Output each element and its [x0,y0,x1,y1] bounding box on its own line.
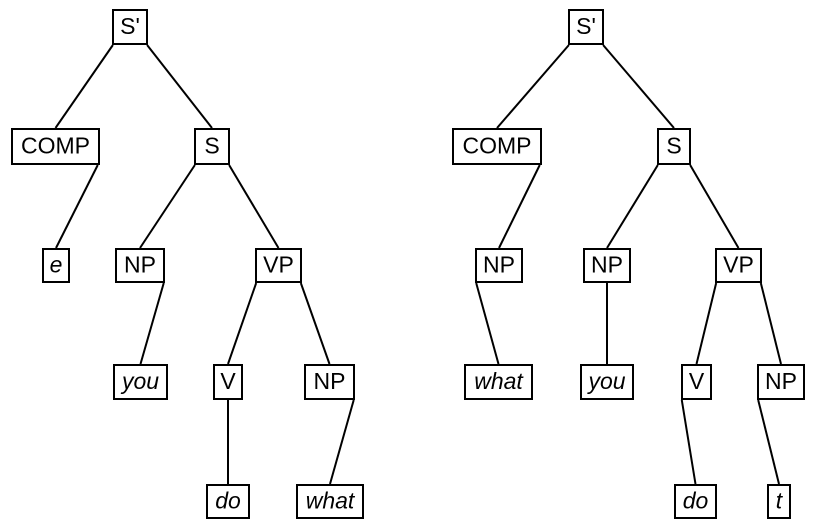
node-box-R-V [681,364,712,400]
node-box-R-do [674,484,717,519]
edge-L-VP-to-L-NP2 [299,282,331,365]
tree-surface-structure-tree-nodes: S' COMP S NP NP VP what you V NP do t [452,9,805,519]
edge-R-V-to-R-do [680,399,697,485]
node-L-you: you [113,364,168,400]
edge-L-S-to-L-NP1 [139,164,196,249]
node-R-do: do [674,484,717,519]
node-R-S: S [657,128,691,165]
node-box-R-NP1 [583,248,631,283]
node-box-L-S [194,128,230,165]
edge-R-VP-to-R-V [695,282,718,365]
node-box-L-e [42,248,70,283]
edge-L-VP-to-L-V [227,282,258,365]
node-L-do: do [206,484,250,519]
edge-R-NP0-to-R-what [475,282,500,365]
edge-L-Sbar-to-L-COMP [54,44,114,129]
node-label-R-V: V [689,368,705,394]
edge-L-NP2-to-L-what [329,399,355,485]
node-box-R-NP2 [757,364,805,400]
node-L-V: V [213,364,243,400]
tree-surface-structure-tree-edges [475,44,782,485]
node-box-R-S [657,128,691,165]
node-box-R-t [767,484,791,519]
node-R-NP0: NP [475,248,523,283]
edge-R-COMP-to-R-NP0 [498,164,541,249]
node-R-Sbar: S' [568,9,604,45]
node-label-L-NP1: NP [124,252,156,278]
node-box-R-COMP [452,128,542,165]
node-box-L-NP1 [115,248,165,283]
node-L-e: e [42,248,70,283]
node-L-NP2: NP [304,364,355,400]
node-label-R-you: you [586,368,625,394]
node-L-NP1: NP [115,248,165,283]
edge-R-VP-to-R-NP2 [759,282,782,365]
node-R-VP: VP [715,248,762,283]
node-label-R-VP: VP [723,252,754,278]
node-label-R-S: S [666,133,681,159]
node-label-R-NP2: NP [765,368,797,394]
node-R-what: what [464,364,533,400]
node-box-R-NP0 [475,248,523,283]
node-R-V: V [681,364,712,400]
node-label-L-e: e [50,252,63,278]
node-label-L-COMP: COMP [21,133,90,159]
node-label-L-Sbar: S' [120,13,140,39]
node-box-L-VP [255,248,302,283]
edge-L-NP1-to-L-you [139,282,165,365]
node-label-R-Sbar: S' [576,13,596,39]
node-L-S: S [194,128,230,165]
node-label-R-t: t [776,488,784,514]
node-label-R-COMP: COMP [463,133,532,159]
node-L-VP: VP [255,248,302,283]
node-box-R-VP [715,248,762,283]
node-box-L-V [213,364,243,400]
node-R-NP2: NP [757,364,805,400]
edge-L-COMP-to-L-e [55,164,99,249]
node-label-L-do: do [215,488,241,514]
edge-R-S-to-R-VP [689,164,740,249]
node-label-L-what: what [306,488,356,514]
node-label-L-VP: VP [263,252,294,278]
edges-layer [54,44,782,485]
node-label-L-you: you [120,368,159,394]
node-box-R-Sbar [568,9,604,45]
node-box-L-you [113,364,168,400]
node-R-COMP: COMP [452,128,542,165]
node-box-L-Sbar [112,9,148,45]
node-L-Sbar: S' [112,9,148,45]
node-label-R-what: what [474,368,524,394]
node-label-R-NP0: NP [483,252,515,278]
node-R-NP1: NP [583,248,631,283]
edge-R-NP2-to-R-t [757,399,780,485]
node-L-what: what [296,484,364,519]
node-label-L-NP2: NP [314,368,346,394]
node-box-L-what [296,484,364,519]
node-R-you: you [580,364,634,400]
edge-R-S-to-R-NP1 [606,164,659,249]
node-R-t: t [767,484,791,519]
edge-L-Sbar-to-L-S [146,44,213,129]
edge-R-Sbar-to-R-COMP [496,44,570,129]
node-label-R-do: do [683,488,709,514]
node-box-L-do [206,484,250,519]
node-box-L-COMP [11,128,100,165]
node-label-L-S: S [204,133,219,159]
node-box-R-what [464,364,533,400]
node-box-L-NP2 [304,364,355,400]
node-label-R-NP1: NP [591,252,623,278]
tree-deep-structure-tree-edges [54,44,355,485]
node-label-L-V: V [220,368,236,394]
edge-R-Sbar-to-R-S [602,44,675,129]
edge-L-S-to-L-VP [228,164,280,249]
node-box-R-you [580,364,634,400]
node-L-COMP: COMP [11,128,100,165]
